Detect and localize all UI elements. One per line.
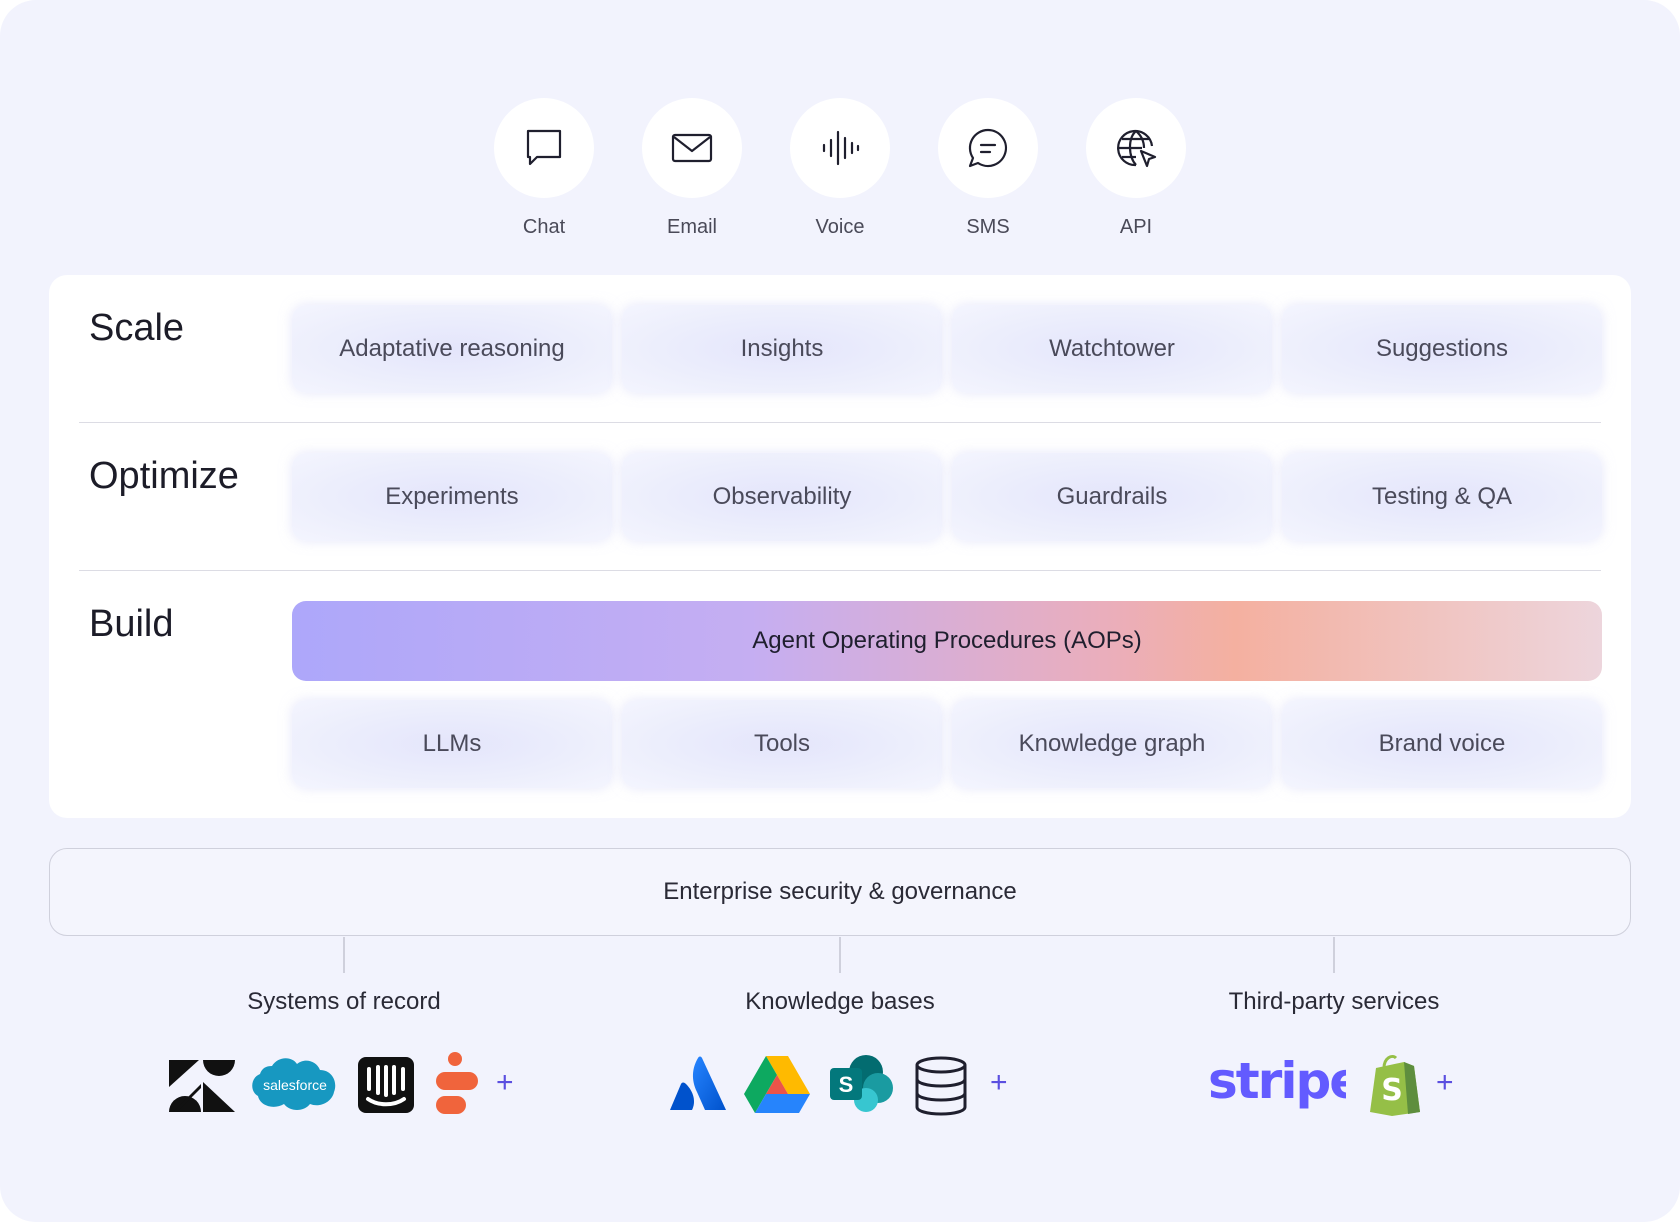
zendesk-logo <box>169 1060 235 1112</box>
capability-card[interactable]: Guardrails <box>952 453 1272 541</box>
more-integrations-plus[interactable]: + <box>1436 1066 1454 1099</box>
channel-label: Email <box>666 216 717 238</box>
more-integrations-plus[interactable]: + <box>990 1066 1008 1099</box>
integration-group-label: Systems of record <box>247 988 441 1015</box>
layer-divider <box>79 422 1601 423</box>
channel-label: API <box>1119 216 1153 238</box>
channel-voice[interactable]: Voice <box>790 98 890 239</box>
chat-bubble-icon <box>526 129 562 166</box>
channel-label: Chat <box>522 216 566 238</box>
capability-card[interactable]: Testing & QA <box>1282 453 1602 541</box>
security-governance-bar: Enterprise security & governance <box>49 848 1631 936</box>
sharepoint-logo: S <box>830 1055 893 1112</box>
svg-text:S: S <box>839 1072 854 1097</box>
layer-label-optimize: Optimize <box>89 455 239 497</box>
capability-card[interactable]: Insights <box>622 305 942 393</box>
capability-card[interactable]: Suggestions <box>1282 305 1602 393</box>
globe-cursor-icon <box>1117 129 1157 168</box>
connector-line <box>839 937 841 973</box>
channel-sms[interactable]: SMS <box>938 98 1038 239</box>
salesforce-logo: salesforce <box>252 1058 336 1110</box>
integration-group-label: Third-party services <box>1228 988 1440 1015</box>
capability-card[interactable]: Tools <box>622 700 942 788</box>
capability-card[interactable]: LLMs <box>292 700 612 788</box>
database-icon <box>915 1056 967 1116</box>
google-drive-logo <box>744 1056 810 1113</box>
channel-chat[interactable]: Chat <box>494 98 594 239</box>
platform-panel: Scale Adaptative reasoning Insights Watc… <box>49 275 1631 818</box>
intercom-logo <box>358 1057 414 1113</box>
integration-group-label: Knowledge bases <box>745 988 935 1015</box>
connector-line <box>343 937 345 973</box>
layer-label-build: Build <box>89 603 174 645</box>
layer-divider <box>79 570 1601 571</box>
layer-label-scale: Scale <box>89 307 185 349</box>
svg-text:S: S <box>1381 1073 1403 1108</box>
capability-card[interactable]: Adaptative reasoning <box>292 305 612 393</box>
connector-line <box>1333 937 1335 973</box>
channel-label: Voice <box>815 216 865 238</box>
capability-card[interactable]: Observability <box>622 453 942 541</box>
capability-card[interactable]: Watchtower <box>952 305 1272 393</box>
atlassian-logo <box>670 1056 726 1110</box>
stripe-logo-text: stripe <box>1208 1052 1346 1110</box>
more-integrations-plus[interactable]: + <box>496 1066 514 1099</box>
channel-email[interactable]: Email <box>642 98 742 239</box>
message-circle-icon <box>968 128 1008 168</box>
channel-label: SMS <box>966 216 1010 238</box>
envelope-icon <box>671 133 713 163</box>
capability-card[interactable]: Experiments <box>292 453 612 541</box>
channel-api[interactable]: API <box>1086 98 1186 239</box>
channels-row: Chat Email Voice <box>0 98 1680 248</box>
gladly-logo <box>436 1052 478 1114</box>
salesforce-logo-text: salesforce <box>263 1077 327 1093</box>
stripe-logo: stripe <box>1208 1052 1346 1110</box>
capability-card[interactable]: Knowledge graph <box>952 700 1272 788</box>
sound-wave-icon <box>822 130 860 166</box>
capability-card[interactable]: Brand voice <box>1282 700 1602 788</box>
shopify-logo: S <box>1370 1054 1420 1116</box>
aop-highlight-bar[interactable]: Agent Operating Procedures (AOPs) <box>292 601 1602 681</box>
